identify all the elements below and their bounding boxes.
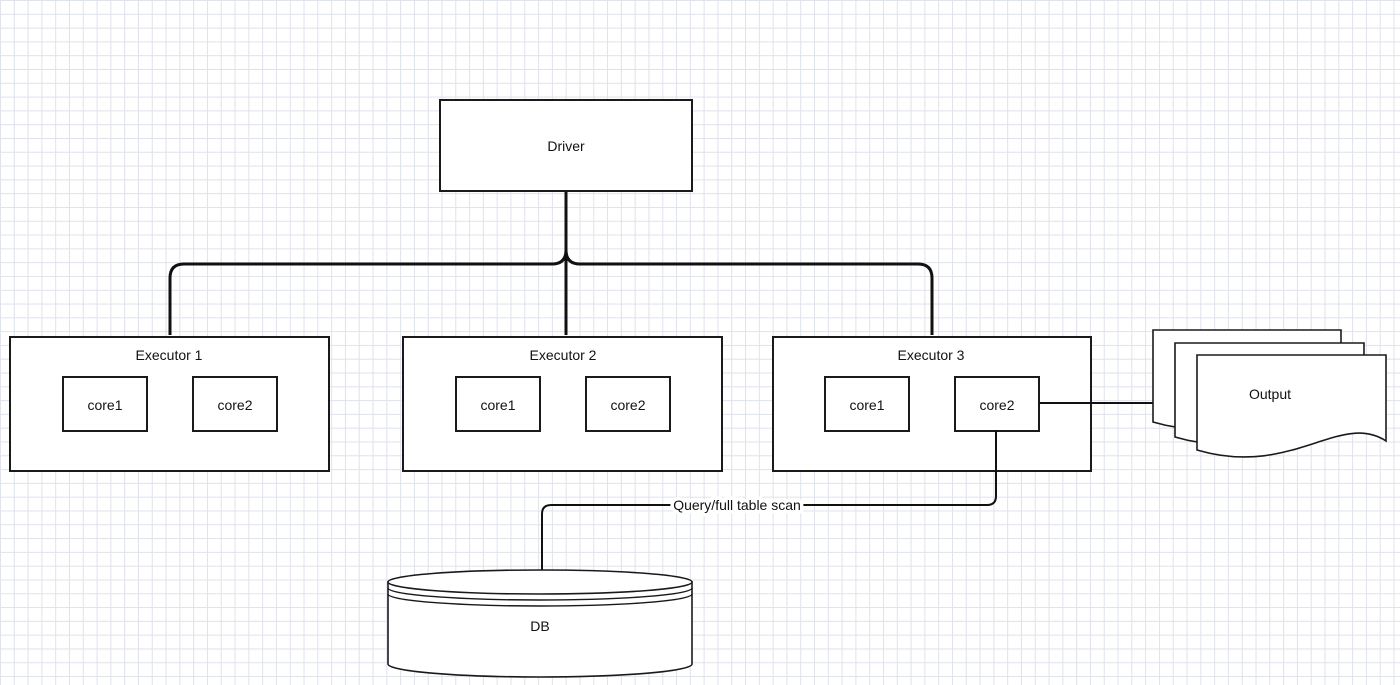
core-box [192, 376, 278, 432]
core-label: core1 [849, 397, 884, 413]
core-box [585, 376, 671, 432]
executor-label: Executor 1 [136, 347, 203, 363]
core-2-node[interactable]: core2 [192, 376, 278, 432]
executor-1-node[interactable]: Executor 1 core1 core2 [9, 336, 330, 472]
core-1-node[interactable]: core1 [455, 376, 541, 432]
executor-2-node[interactable]: Executor 2 core1 core2 [402, 336, 723, 472]
core-2-node[interactable]: core2 [585, 376, 671, 432]
core-label: core1 [480, 397, 515, 413]
query-label: Query/full table scan [673, 497, 801, 513]
db-cylinder-top [387, 569, 693, 595]
db-node[interactable]: DB [387, 569, 693, 678]
executor-label: Executor 3 [898, 347, 965, 363]
executor-3-node[interactable]: Executor 3 core1 core2 [772, 336, 1092, 472]
core-box [824, 376, 910, 432]
driver-box [439, 99, 693, 192]
core-box [62, 376, 148, 432]
core-to-db-connector [541, 431, 997, 578]
core-1-node[interactable]: core1 [62, 376, 148, 432]
db-label: DB [530, 618, 549, 634]
driver-node[interactable]: Driver [439, 99, 693, 192]
core-box [455, 376, 541, 432]
output-document-front [1196, 354, 1387, 458]
output-node[interactable]: Output [1152, 329, 1387, 458]
executor-label: Executor 2 [530, 347, 597, 363]
driver-to-executor-3-connector [564, 191, 934, 335]
core-label: core2 [217, 397, 252, 413]
core-label: core2 [979, 397, 1014, 413]
db-cylinder-ring [387, 593, 693, 607]
core-label: core2 [610, 397, 645, 413]
output-label: Output [1249, 386, 1291, 402]
db-cylinder-body [387, 581, 693, 678]
driver-label: Driver [547, 138, 585, 154]
core-1-node[interactable]: core1 [824, 376, 910, 432]
core-2-node[interactable]: core2 [954, 376, 1040, 432]
core-label: core1 [87, 397, 122, 413]
driver-to-executor-1-connector [168, 191, 568, 335]
db-cylinder-ring [387, 587, 693, 601]
